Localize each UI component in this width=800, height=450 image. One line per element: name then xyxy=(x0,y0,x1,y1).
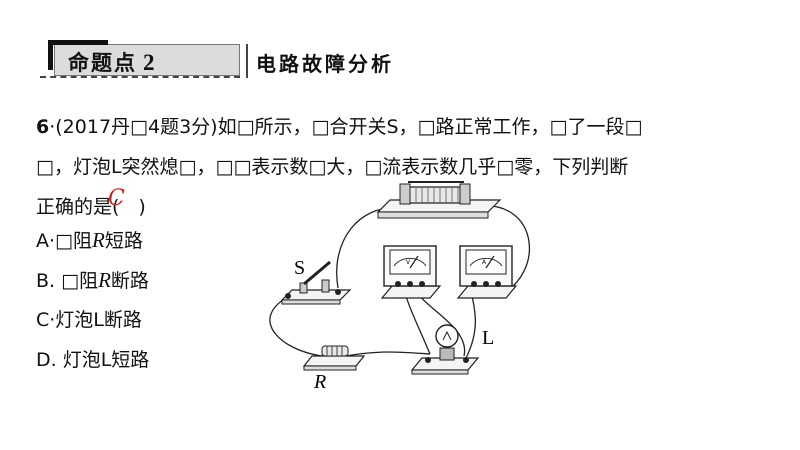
lamp-label: L xyxy=(482,327,494,349)
lamp xyxy=(410,324,480,375)
question-line-2: □，灯泡L突然熄□，□□表示数□大，□流表示数几乎□零，下列判断 xyxy=(36,156,629,178)
circuit-wires xyxy=(269,205,531,359)
option-b-prefix: B. □阻 xyxy=(36,270,99,292)
resistor-label: R xyxy=(313,371,326,393)
ammeter xyxy=(456,245,518,299)
option-a-suffix: 短路 xyxy=(104,230,143,252)
section-tag xyxy=(54,44,240,76)
wire-lamp-to-ammeter xyxy=(465,295,476,359)
wire-switch-to-resistor xyxy=(269,297,323,357)
topic-title: 电路故障分析 xyxy=(256,52,394,76)
rheostat xyxy=(376,181,502,219)
option-c-prefix: C·灯泡L断路 xyxy=(36,309,142,331)
tag-corner-decoration xyxy=(48,40,53,70)
switch xyxy=(280,260,352,305)
answer-mark: C xyxy=(108,186,125,211)
tag-separator xyxy=(246,44,248,78)
wire-lamp-to-voltmeter-right xyxy=(419,295,466,357)
question-number: 6 xyxy=(36,116,50,138)
question-line-1-text: ·(2017丹□4题3分)如□所示，□合开关S，□路正常工作，□了一段□ xyxy=(49,116,643,138)
wire-lamp-to-voltmeter-left xyxy=(405,295,431,355)
option-b[interactable]: B. □阻R断路 xyxy=(36,264,149,304)
option-d-prefix: D. 灯泡L短路 xyxy=(36,349,150,371)
voltmeter xyxy=(380,245,442,299)
option-b-var: R xyxy=(98,268,111,292)
resistor xyxy=(302,345,366,371)
tag-number: 2 xyxy=(143,50,157,75)
option-a-var: R xyxy=(92,228,105,252)
option-a-prefix: A·□阻 xyxy=(36,230,92,252)
question-line-3: 正确的是( ) xyxy=(36,196,146,218)
option-d[interactable]: D. 灯泡L短路 xyxy=(36,344,149,384)
ammeter-mark: A xyxy=(482,259,487,266)
options-list: A·□阻R短路 B. □阻R断路 C·灯泡L断路 D. 灯泡L短路 xyxy=(36,224,149,384)
question-text: 6·(2017丹□4题3分)如□所示，□合开关S，□路正常工作，□了一段□ □，… xyxy=(36,107,776,227)
tag-corner-decoration-top xyxy=(48,40,108,45)
voltmeter-mark: V xyxy=(406,259,411,266)
option-b-suffix: 断路 xyxy=(110,270,149,292)
question-line-1: 6·(2017丹□4题3分)如□所示，□合开关S，□路正常工作，□了一段□ xyxy=(36,107,776,147)
option-a[interactable]: A·□阻R短路 xyxy=(36,224,149,264)
tag-label-text: 命题点 xyxy=(68,51,137,75)
wire-resistor-to-lamp xyxy=(345,351,431,357)
option-c[interactable]: C·灯泡L断路 xyxy=(36,304,149,344)
tag-underline xyxy=(40,76,240,78)
switch-label: S xyxy=(294,257,305,279)
